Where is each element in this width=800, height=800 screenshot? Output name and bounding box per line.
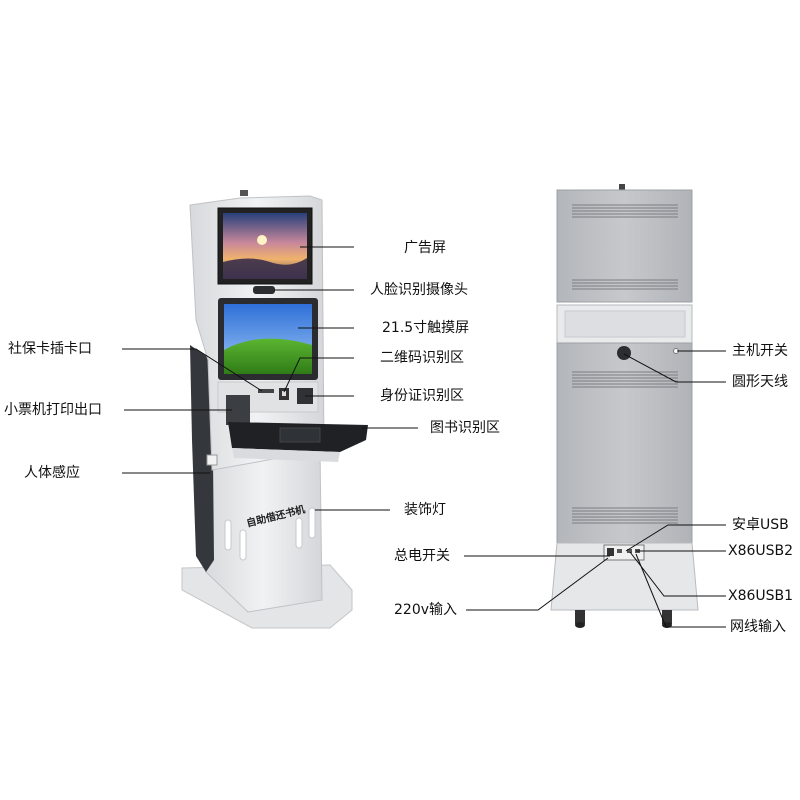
label-body-sensor: 人体感应	[24, 465, 80, 481]
leader-lines	[122, 246, 726, 628]
label-android-usb: 安卓USB	[732, 517, 789, 533]
round-antenna	[617, 346, 631, 360]
leader-qr-area	[283, 357, 354, 393]
label-qr-area: 二维码识别区	[380, 350, 464, 366]
leader-ac-input	[466, 557, 609, 611]
label-ac-input: 220v输入	[394, 602, 458, 618]
back-upper-vents	[572, 204, 678, 290]
back-kiosk	[550, 184, 699, 628]
label-ticket-printer: 小票机打印出口	[4, 402, 102, 418]
label-host-power-switch: 主机开关	[732, 343, 788, 359]
social-card-slot	[258, 389, 274, 393]
back-lower-vents	[572, 371, 678, 524]
front-pedestal	[204, 449, 323, 613]
front-side-dark	[190, 345, 214, 572]
label-id-area: 身份证识别区	[380, 388, 464, 404]
leader-social-card	[122, 348, 263, 392]
label-network-input: 网线输入	[730, 619, 786, 635]
label-x86usb2: X86USB2	[728, 543, 794, 559]
leader-android-usb	[625, 524, 726, 552]
leader-network	[635, 553, 726, 628]
label-face-camera: 人脸识别摄像头	[370, 282, 468, 298]
label-touch-screen: 21.5寸触摸屏	[382, 320, 470, 336]
label-ad-screen: 广告屏	[404, 240, 446, 256]
label-main-power: 总电开关	[394, 548, 450, 564]
decor-light-slots	[224, 507, 316, 561]
leader-antenna	[623, 353, 726, 383]
body-sensor	[206, 454, 218, 466]
label-x86usb1: X86USB1	[728, 588, 794, 604]
back-lower-cabinet	[556, 342, 693, 544]
label-decor-light: 装饰灯	[404, 502, 446, 518]
face-camera-bar	[253, 286, 275, 294]
label-antenna: 圆形天线	[732, 374, 788, 390]
front-kiosk	[181, 190, 368, 629]
label-social-card-slot: 社保卡插卡口	[8, 341, 92, 357]
label-book-area: 图书识别区	[430, 420, 500, 436]
back-upper-panel	[556, 189, 693, 303]
